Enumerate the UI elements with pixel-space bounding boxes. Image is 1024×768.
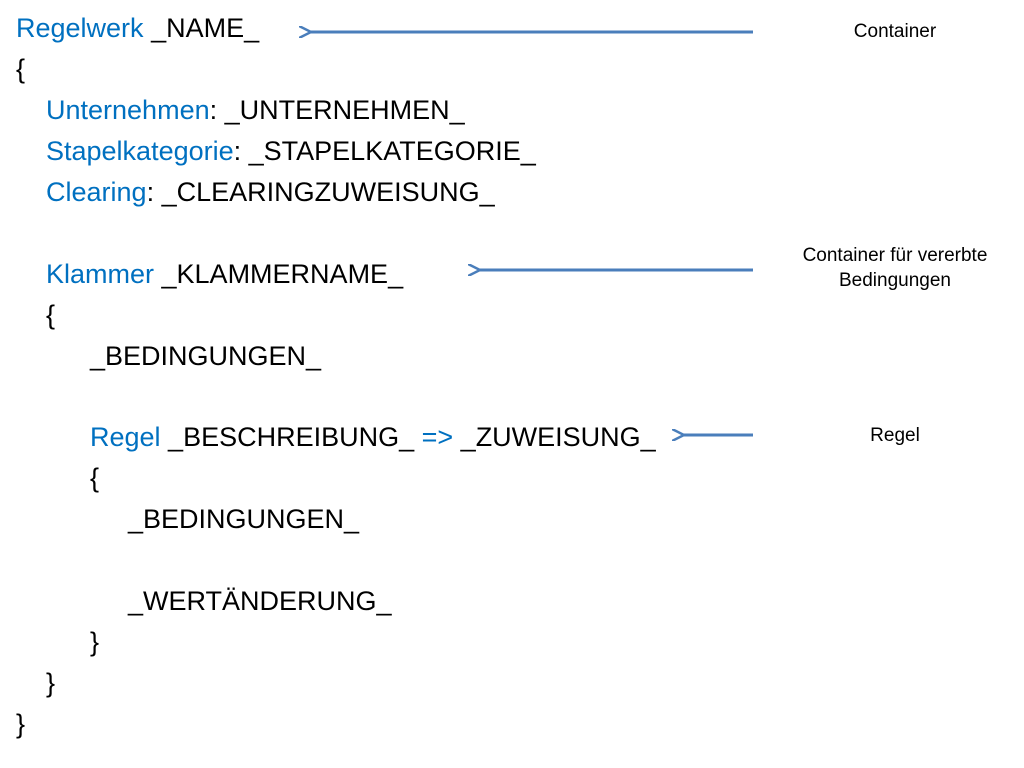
placeholder-beschreibung: _BESCHREIBUNG_ bbox=[160, 422, 422, 452]
label-inherited-container: Container für vererbte Bedingungen bbox=[770, 243, 1020, 293]
placeholder-wertaenderung: _WERTÄNDERUNG_ bbox=[128, 586, 392, 616]
code-line-wertaenderung: _WERTÄNDERUNG_ bbox=[128, 585, 392, 617]
code-line-clearing: Clearing: _CLEARINGZUWEISUNG_ bbox=[46, 176, 495, 208]
keyword-clearing: Clearing bbox=[46, 177, 147, 207]
code-line-bedingungen-regel: _BEDINGUNGEN_ bbox=[128, 503, 359, 535]
label-container-text: Container bbox=[853, 21, 937, 42]
code-brace-open-outer: { bbox=[16, 53, 25, 85]
placeholder-clearingzuweisung: : _CLEARINGZUWEISUNG_ bbox=[146, 177, 495, 207]
code-line-regelwerk: Regelwerk _NAME_ bbox=[16, 12, 259, 44]
placeholder-klammername: _KLAMMERNAME_ bbox=[154, 259, 404, 289]
placeholder-unternehmen: : _UNTERNEHMEN_ bbox=[209, 95, 465, 125]
code-line-bedingungen-klammer: _BEDINGUNGEN_ bbox=[90, 340, 321, 372]
keyword-stapelkategorie: Stapelkategorie bbox=[46, 136, 234, 166]
placeholder-name: _NAME_ bbox=[143, 13, 260, 43]
keyword-regelwerk: Regelwerk bbox=[16, 13, 144, 43]
label-container: Container bbox=[800, 19, 990, 44]
code-brace-close-regel: } bbox=[90, 626, 99, 658]
brace-close: } bbox=[90, 627, 100, 657]
code-brace-open-klammer: { bbox=[46, 299, 55, 331]
brace-close: } bbox=[16, 709, 26, 739]
placeholder-zuweisung: _ZUWEISUNG_ bbox=[453, 422, 656, 452]
code-line-klammer: Klammer _KLAMMERNAME_ bbox=[46, 258, 403, 290]
label-rule-text: Regel bbox=[870, 425, 920, 446]
brace-open: { bbox=[16, 54, 26, 84]
label-inherited-line2: Bedingungen bbox=[839, 270, 951, 291]
label-inherited-line1: Container für vererbte bbox=[802, 245, 988, 266]
placeholder-bedingungen: _BEDINGUNGEN_ bbox=[128, 504, 360, 534]
code-brace-close-outer: } bbox=[16, 708, 25, 740]
placeholder-bedingungen: _BEDINGUNGEN_ bbox=[90, 341, 322, 371]
brace-open: { bbox=[46, 300, 56, 330]
brace-open: { bbox=[90, 463, 100, 493]
brace-close: } bbox=[46, 668, 56, 698]
code-line-stapelkategorie: Stapelkategorie: _STAPELKATEGORIE_ bbox=[46, 135, 536, 167]
code-brace-close-klammer: } bbox=[46, 667, 55, 699]
label-rule: Regel bbox=[800, 423, 990, 448]
keyword-unternehmen: Unternehmen bbox=[46, 95, 210, 125]
code-line-unternehmen: Unternehmen: _UNTERNEHMEN_ bbox=[46, 94, 465, 126]
code-brace-open-regel: { bbox=[90, 462, 99, 494]
keyword-klammer: Klammer bbox=[46, 259, 155, 289]
placeholder-stapelkategorie: : _STAPELKATEGORIE_ bbox=[233, 136, 536, 166]
code-line-regel: Regel _BESCHREIBUNG_ => _ZUWEISUNG_ bbox=[90, 421, 656, 453]
keyword-regel: Regel bbox=[90, 422, 161, 452]
operator-arrow: => bbox=[421, 422, 454, 452]
